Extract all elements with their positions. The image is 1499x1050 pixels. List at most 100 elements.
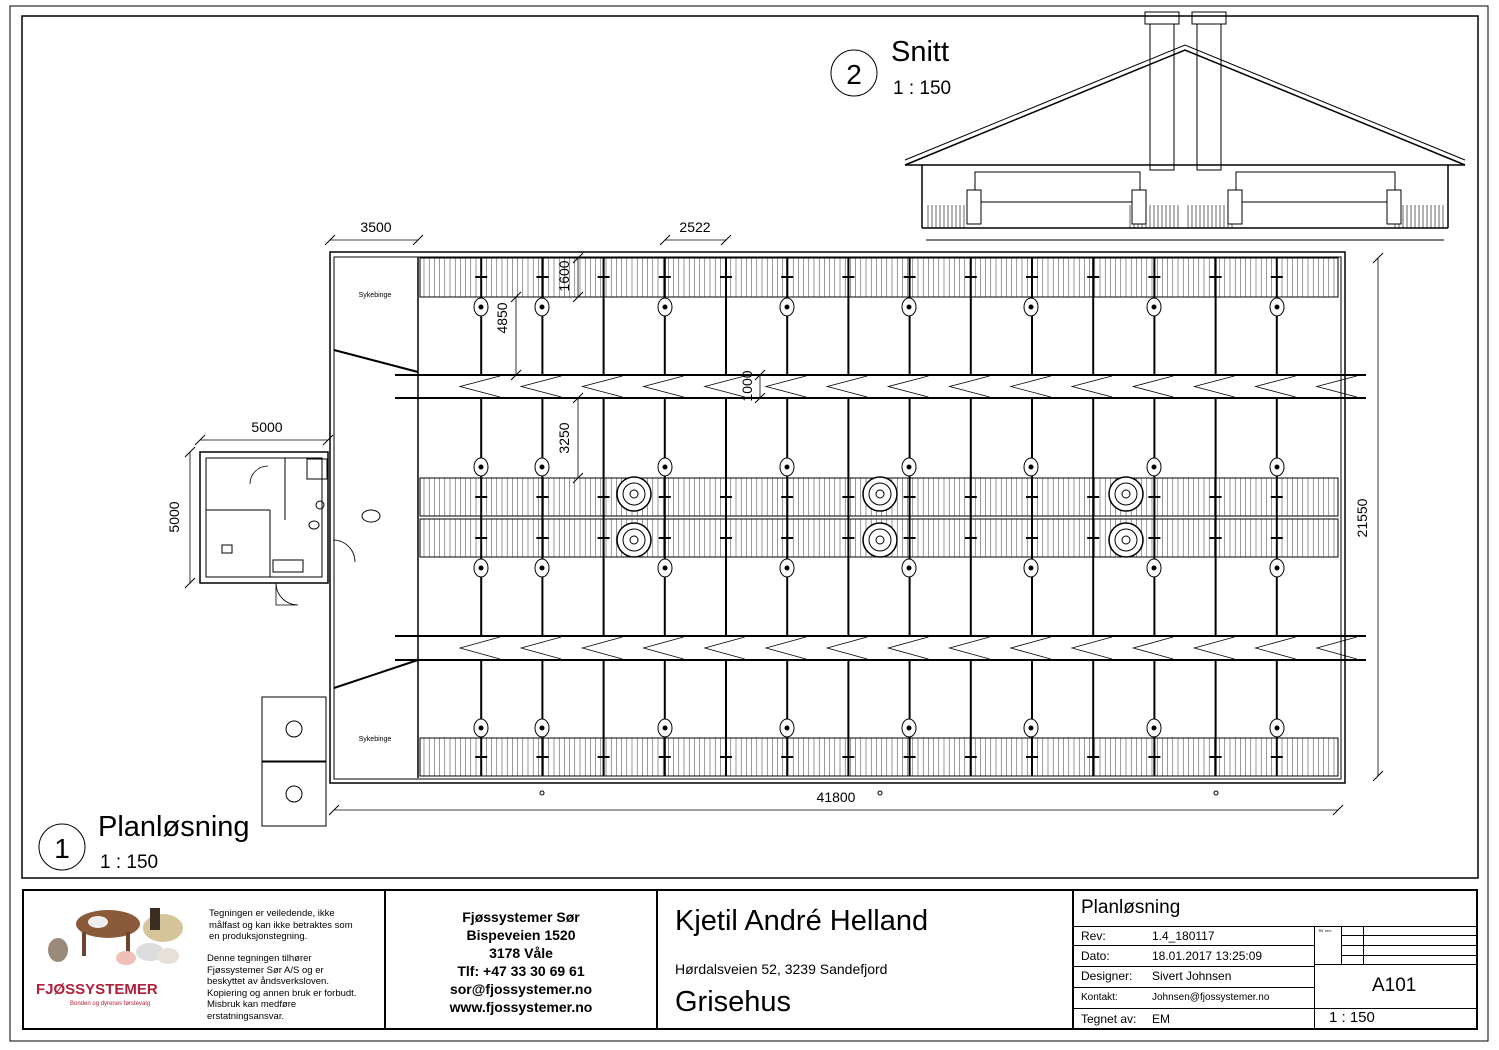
gate-marker xyxy=(580,636,623,660)
company-name: Fjøssystemer Sør xyxy=(462,909,580,925)
company-email[interactable]: sor@fjossystemer.no xyxy=(449,981,593,997)
feeder-center xyxy=(784,304,790,310)
dimension-tick xyxy=(324,234,336,246)
door-swing xyxy=(275,582,299,606)
sheet-scale: 1 : 150 xyxy=(1329,1009,1375,1026)
dimension-tick xyxy=(754,369,766,381)
annex-inner-wall xyxy=(205,457,323,578)
livestock-logo-image xyxy=(38,900,188,975)
feeder-center xyxy=(1028,725,1034,731)
divider xyxy=(1074,1008,1478,1009)
ventilation-fan-icon xyxy=(862,522,898,558)
fan-ring xyxy=(1114,482,1138,506)
column-marker xyxy=(539,790,545,796)
equipment-circle xyxy=(285,720,303,738)
floor-plan xyxy=(184,234,1384,827)
dimension-tick xyxy=(754,392,766,404)
gate-marker xyxy=(764,636,807,660)
feeder-center xyxy=(1151,565,1157,571)
equipment-box xyxy=(261,696,327,762)
title-block xyxy=(22,889,1478,1030)
company-website[interactable]: www.fjossystemer.no xyxy=(449,999,593,1015)
roof-line xyxy=(904,49,1466,166)
pen-section xyxy=(1235,171,1396,203)
fan-ring xyxy=(868,528,892,552)
feeder-center xyxy=(478,464,484,470)
feeder-center xyxy=(662,464,668,470)
dimension-tick xyxy=(412,234,424,246)
section-view-scale: 1 : 150 xyxy=(893,78,951,99)
gate-marker xyxy=(1009,636,1051,660)
gate-marker xyxy=(886,375,929,398)
dim-entry-width: 3500 xyxy=(360,219,391,235)
feeder-center xyxy=(906,725,912,731)
project-name: Grisehus xyxy=(675,986,792,1018)
gate-marker xyxy=(1192,375,1235,398)
divider xyxy=(1314,964,1478,965)
brand-tagline: Bonden og dyrenes førstevalg xyxy=(70,1001,151,1007)
company-phone: Tlf: +47 33 30 69 61 xyxy=(457,963,585,979)
gate-marker xyxy=(948,636,990,660)
feeder-center xyxy=(1151,464,1157,470)
feeder-center xyxy=(1274,565,1280,571)
dimension-tick xyxy=(184,577,196,589)
disclaimer-line: beskyttet av åndsverksloven. xyxy=(207,976,329,987)
feeder-center xyxy=(539,725,545,731)
feeder-center xyxy=(784,464,790,470)
disclaimer-line: en produksjonstegning. xyxy=(209,931,308,942)
ventilation-fan-icon xyxy=(1108,476,1144,512)
dimension-tick xyxy=(194,434,206,446)
designer-label: Designer: xyxy=(1081,969,1133,983)
gate-marker xyxy=(948,375,990,398)
door-swing xyxy=(249,465,269,485)
dimension-tick xyxy=(572,472,584,484)
slatted-floor xyxy=(419,737,1339,777)
dimension-tick xyxy=(572,252,584,264)
disclaimer-line: Kopiering og annen bruk er forbudt. xyxy=(207,987,357,999)
disclaimer-line: Fjøssystemer Sør A/S og er xyxy=(207,964,324,976)
ventilation-fan-icon xyxy=(1108,522,1144,558)
feeder-center xyxy=(662,304,668,310)
feeder-center xyxy=(539,565,545,571)
gate-marker xyxy=(458,636,501,660)
ventilation-fan-icon xyxy=(616,476,652,512)
ventilation-chimney xyxy=(1196,23,1222,171)
plan-view-scale: 1 : 150 xyxy=(100,852,158,873)
building-inner-wall xyxy=(333,256,1342,780)
company-street: Bispeveien 1520 xyxy=(466,927,576,943)
fan-hub xyxy=(1121,489,1131,499)
dimension-tick xyxy=(1372,252,1384,264)
disclaimer-line: Denne tegningen tilhører xyxy=(207,953,312,964)
feeder-center xyxy=(1028,565,1034,571)
gate-marker xyxy=(642,375,684,398)
toilet-icon xyxy=(308,520,320,530)
client-address: Hørdalsveien 52, 3239 Sandefjord xyxy=(675,961,888,977)
fan-ring xyxy=(622,528,646,552)
feeder-section xyxy=(1227,189,1243,225)
room-label-sick-pen-bottom: Sykebinge xyxy=(359,736,392,743)
section-view-marker xyxy=(830,49,878,97)
chimney-cap xyxy=(1144,11,1180,25)
dimension-tick xyxy=(720,234,732,246)
disclaimer-line: erstatningsansvar. xyxy=(207,1010,285,1022)
gate-marker xyxy=(1070,636,1113,660)
divider xyxy=(1074,987,1314,988)
feeder-center xyxy=(906,304,912,310)
divider xyxy=(1074,945,1314,946)
sheet-title: Planløsning xyxy=(1081,897,1181,918)
feeder-center xyxy=(906,565,912,571)
column-marker xyxy=(877,790,883,796)
gate-marker xyxy=(886,636,929,660)
room-label-sick-pen-top: Sykebinge xyxy=(359,292,392,299)
dimension-tick xyxy=(328,804,340,816)
feeder-center xyxy=(478,304,484,310)
feeder-center xyxy=(1028,304,1034,310)
gate-marker xyxy=(1131,636,1174,660)
annex-outline xyxy=(199,451,329,584)
gate-marker xyxy=(1254,636,1296,660)
sheet-number: A101 xyxy=(1372,975,1417,996)
drawn-by-label: Tegnet av: xyxy=(1081,1012,1137,1026)
feeder-center xyxy=(662,565,668,571)
feeder-center xyxy=(539,304,545,310)
contact-value[interactable]: Johnsen@fjossystemer.no xyxy=(1152,992,1270,1003)
